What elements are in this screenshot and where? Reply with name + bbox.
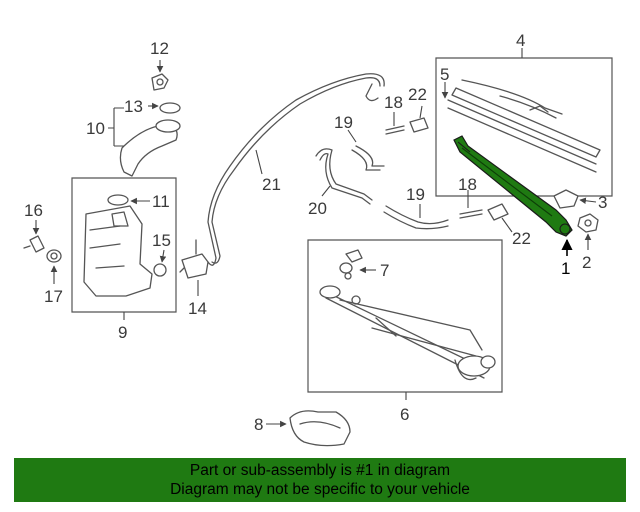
wiper-linkage-box — [307, 239, 503, 393]
callout-11[interactable]: 11 — [152, 192, 170, 211]
parts-diagram: 1 2 3 4 5 6 7 8 9 10 11 12 13 14 15 16 1… — [23, 31, 613, 447]
callout-12[interactable]: 12 — [150, 39, 169, 58]
part-info-banner: Part or sub-assembly is #1 in diagram Di… — [14, 458, 626, 502]
callout-1[interactable]: 1 — [561, 259, 570, 278]
filler-neck-part-10[interactable] — [119, 119, 181, 177]
callout-16[interactable]: 16 — [24, 201, 43, 220]
callout-18-lower[interactable]: 18 — [458, 175, 477, 194]
wiper-arm-part-1[interactable] — [453, 135, 573, 237]
callout-6[interactable]: 6 — [400, 405, 409, 424]
wiper-linkage[interactable] — [319, 285, 496, 381]
callout-7[interactable]: 7 — [380, 261, 389, 280]
clip-part-22-upper[interactable] — [409, 117, 429, 133]
washer-tank-group — [71, 177, 177, 320]
callout-19-upper[interactable]: 19 — [334, 113, 353, 132]
wiper-blade-box — [435, 57, 613, 197]
filler-cap-part-12[interactable] — [151, 73, 169, 91]
clip-part-22-lower[interactable] — [487, 203, 509, 221]
washer-pump-part-14[interactable] — [179, 239, 209, 279]
screw-part-7[interactable] — [339, 249, 363, 280]
callout-18-upper[interactable]: 18 — [384, 93, 403, 112]
washer-tank[interactable] — [83, 205, 153, 297]
cap-part-15[interactable] — [153, 263, 167, 277]
joint-part-18-upper[interactable] — [385, 125, 405, 135]
wiper-blade[interactable] — [447, 79, 601, 173]
callout-13[interactable]: 13 — [124, 97, 143, 116]
banner-line-disclaimer: Diagram may not be specific to your vehi… — [170, 481, 470, 498]
callout-5[interactable]: 5 — [440, 65, 449, 84]
callout-17[interactable]: 17 — [44, 287, 63, 306]
sensor-part-16[interactable] — [23, 235, 45, 253]
wiper-linkage-group — [307, 239, 503, 400]
arm-cap-part-3[interactable] — [553, 189, 579, 209]
callout-15[interactable]: 15 — [152, 231, 171, 250]
seal-part-13[interactable] — [159, 102, 181, 114]
callout-22-upper[interactable]: 22 — [408, 85, 427, 104]
joint-part-18-lower[interactable] — [459, 209, 483, 219]
nut-part-2[interactable] — [577, 213, 599, 233]
cover-part-8[interactable] — [289, 410, 351, 447]
washer-tank-box — [71, 177, 177, 313]
grommet-part-11[interactable] — [107, 194, 129, 206]
callout-9[interactable]: 9 — [118, 323, 127, 342]
callout-14[interactable]: 14 — [188, 299, 207, 318]
wiper-blade-group — [435, 48, 613, 197]
callout-20[interactable]: 20 — [308, 199, 327, 218]
callout-2[interactable]: 2 — [582, 253, 591, 272]
callout-19-lower[interactable]: 19 — [406, 185, 425, 204]
callout-21[interactable]: 21 — [262, 175, 281, 194]
callout-8[interactable]: 8 — [254, 415, 263, 434]
hose-part-19-lower[interactable] — [383, 205, 449, 230]
callout-3[interactable]: 3 — [598, 193, 607, 212]
callout-10[interactable]: 10 — [86, 119, 105, 138]
hose-part-20[interactable] — [315, 148, 373, 205]
washer-hose-part-21[interactable] — [207, 73, 385, 266]
grommet-part-17[interactable] — [46, 249, 62, 263]
banner-line-part: Part or sub-assembly is #1 in diagram — [189, 462, 451, 479]
callout-22-lower[interactable]: 22 — [512, 229, 531, 248]
callout-4[interactable]: 4 — [516, 31, 525, 50]
hose-part-19-upper[interactable] — [351, 145, 385, 171]
